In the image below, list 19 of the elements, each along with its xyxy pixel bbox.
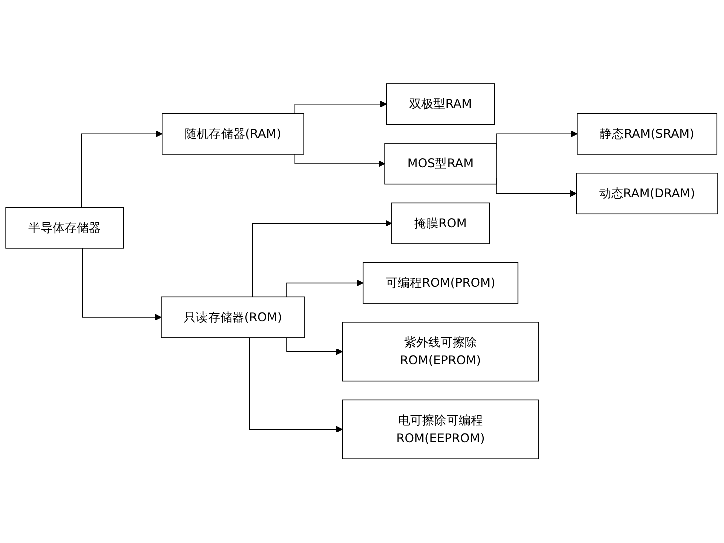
node-box: 可编程ROM(PROM) <box>362 262 519 304</box>
node-box: 紫外线可擦除ROM(EPROM) <box>342 322 540 382</box>
node-box: 只读存储器(ROM) <box>161 296 306 338</box>
node-box: 双极型RAM <box>386 84 496 126</box>
arrow <box>294 101 388 114</box>
arrow <box>286 280 364 298</box>
arrow <box>249 338 343 433</box>
arrow <box>252 220 392 298</box>
arrow <box>286 338 343 356</box>
arrow <box>82 248 162 321</box>
node-box: 半导体存储器 <box>6 207 124 249</box>
arrow <box>294 154 386 168</box>
node-box: 随机存储器(RAM) <box>162 113 304 155</box>
node-box: 电可擦除可编程ROM(EEPROM) <box>342 400 540 460</box>
node-box: MOS型RAM <box>384 143 497 185</box>
node-box: 掩膜ROM <box>392 202 490 244</box>
arrow <box>81 130 163 208</box>
node-box: 静态RAM(SRAM) <box>577 113 718 155</box>
node-box: 动态RAM(DRAM) <box>576 173 718 215</box>
